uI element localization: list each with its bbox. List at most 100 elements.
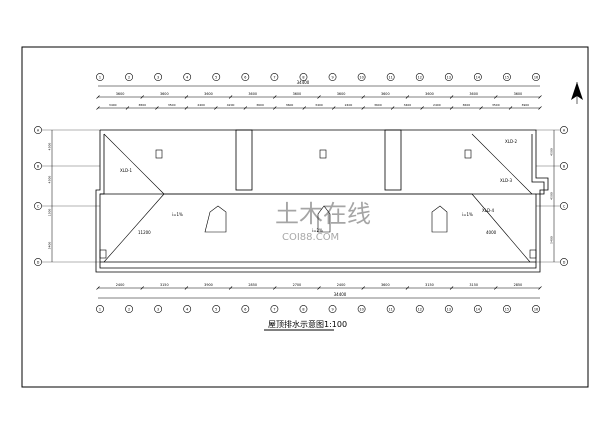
- axis-bubble: [503, 73, 511, 81]
- dimension-tick: [449, 106, 454, 110]
- dimension-label: 2700: [293, 283, 302, 287]
- axis-letter: A: [37, 128, 40, 132]
- north-arrow-icon: [571, 82, 583, 104]
- dimension-tick: [184, 286, 189, 290]
- dimension-tick: [184, 106, 189, 110]
- axis-bubble: [503, 305, 511, 313]
- axis-bubble: [241, 305, 250, 313]
- dimension-tick: [96, 106, 100, 110]
- dimension-label: 2850: [514, 283, 523, 287]
- axis-bubble: [34, 162, 42, 170]
- axis-number: 11: [389, 75, 393, 79]
- axis-number: 14: [476, 307, 480, 311]
- dimension-tick: [273, 106, 277, 110]
- axis-bubble: [444, 73, 453, 81]
- side-dimension-label: 4500: [48, 176, 52, 184]
- dimension-tick: [361, 106, 365, 110]
- dimension-tick: [125, 106, 130, 110]
- dimension-tick: [228, 286, 233, 290]
- dimension-label: 3600: [514, 92, 523, 96]
- axis-number: 8: [302, 307, 304, 311]
- dimension-tick: [420, 106, 424, 110]
- dimension-label: 2400: [116, 283, 125, 287]
- axis-number: 15: [505, 75, 509, 79]
- axis-number: 14: [476, 75, 480, 79]
- dimension-label: 3600: [463, 103, 471, 107]
- dimension-label: 3800: [138, 103, 146, 107]
- axis-bubble: [270, 73, 279, 81]
- axis-number: 1: [99, 75, 101, 79]
- dimension-tick: [140, 95, 144, 99]
- axis-bubble: [34, 202, 42, 210]
- axis-bubble: [125, 305, 133, 313]
- dimension-tick: [538, 286, 542, 290]
- axis-letter: D: [563, 260, 566, 264]
- dimension-tick: [405, 286, 410, 290]
- axis-number: 8: [302, 75, 304, 79]
- axis-bubble: [212, 73, 221, 81]
- pipe-label-2: XLD-2: [505, 139, 517, 144]
- axis-letter: D: [37, 260, 40, 264]
- axis-letter: C: [37, 204, 40, 208]
- dimension-label: 3600: [293, 92, 302, 96]
- dimension-label: 3400: [315, 103, 323, 107]
- axis-letter: A: [563, 128, 566, 132]
- axis-bubble: [183, 305, 192, 313]
- axis-bubble: [241, 73, 250, 81]
- dimension-tick: [479, 106, 483, 110]
- axis-number: 12: [418, 75, 422, 79]
- axis-bubble: [270, 305, 279, 313]
- axis-number: 3: [157, 307, 159, 311]
- pipe-label-3: XLD-3: [500, 178, 512, 183]
- axis-bubble: [328, 305, 337, 313]
- dimension-label: 3150: [469, 283, 478, 287]
- slope-dim-2: 4000: [486, 230, 497, 235]
- dimension-tick: [273, 95, 277, 99]
- axis-bubble: [444, 305, 453, 313]
- dimension-label: 2850: [248, 283, 257, 287]
- side-dimension-label: 4500: [550, 148, 554, 156]
- dimension-tick: [361, 286, 365, 290]
- axis-number: 9: [331, 307, 333, 311]
- drawing-border: [21, 46, 589, 388]
- axis-bubble: [357, 73, 366, 81]
- axis-bubble: [328, 73, 337, 81]
- axis-number: 11: [389, 307, 393, 311]
- slope-labels: i=1% i=2% i=1% 11200 4000: [138, 212, 497, 235]
- roof-slope-label-2: i=2%: [312, 228, 323, 233]
- dimension-label: 3600: [160, 92, 169, 96]
- dimension-tick: [214, 106, 218, 110]
- svg-text:土木在线: 土木在线: [275, 200, 371, 228]
- dimension-tick: [317, 286, 321, 290]
- drain-outlets: [99, 149, 537, 259]
- side-dimension-label: 1500: [48, 209, 52, 217]
- dimension-label: 3600: [337, 92, 346, 96]
- dimension-label: 3900: [521, 103, 529, 107]
- axis-number: 6: [244, 75, 246, 79]
- axis-bubble: [96, 73, 104, 81]
- axis-letter: C: [563, 204, 566, 208]
- dimension-label: 3600: [286, 103, 294, 107]
- axis-bubble: [154, 73, 163, 81]
- side-dimension-label: 4500: [48, 143, 52, 151]
- building-outline: [95, 129, 549, 273]
- dimension-tick: [243, 106, 248, 110]
- dimension-tick: [538, 106, 542, 110]
- pipe-label-4: XLD-4: [482, 208, 494, 213]
- axis-number: 5: [215, 75, 217, 79]
- dimension-label: 3600: [204, 92, 213, 96]
- dimension-tick: [449, 95, 454, 99]
- pipe-labels: XLD-1 XLD-2 XLD-3 XLD-4: [120, 139, 517, 213]
- axis-number: 3: [157, 75, 159, 79]
- bottom-total-dimension: 34400: [334, 292, 347, 297]
- axis-number: 16: [534, 75, 538, 79]
- axis-bubble: [183, 73, 192, 81]
- drawing-title: 屋顶排水示意图1:100: [268, 319, 347, 329]
- dimension-tick: [317, 95, 321, 99]
- dimension-label: 2400: [433, 103, 441, 107]
- dimension-tick: [538, 95, 542, 99]
- axis-number: 7: [273, 307, 275, 311]
